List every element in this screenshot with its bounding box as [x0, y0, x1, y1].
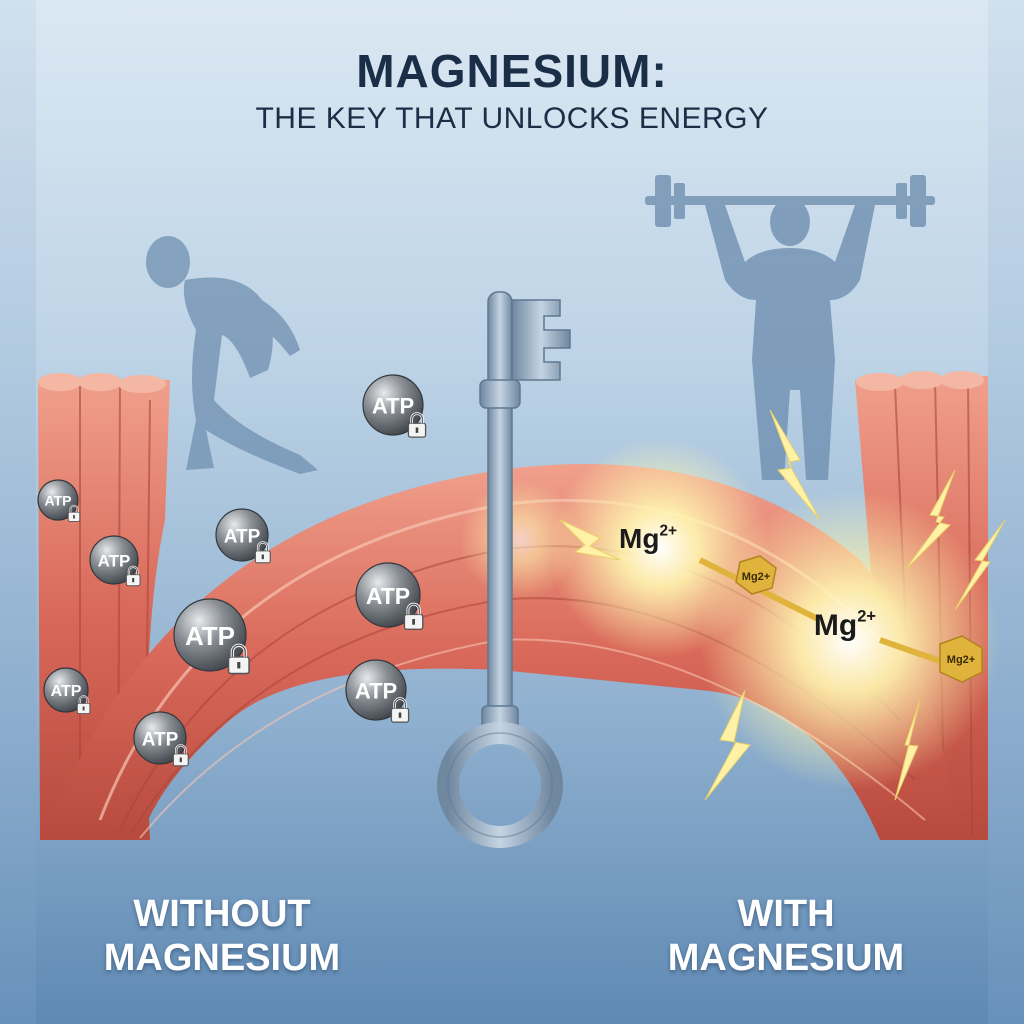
tired-person-silhouette — [146, 236, 318, 474]
atp-molecule: ATP — [362, 374, 427, 439]
magnesium-ion-charge: 2+ — [857, 608, 876, 626]
label-without-line2: MAGNESIUM — [103, 937, 341, 979]
gold-key-1 — [698, 555, 822, 623]
atp-molecule: ATP — [173, 598, 251, 676]
atp-molecule: ATP — [37, 479, 81, 523]
atp-label: ATP — [45, 493, 72, 509]
atp-label: ATP — [51, 683, 82, 700]
frame-right — [988, 0, 1024, 1024]
atp-label: ATP — [372, 393, 414, 418]
page-subtitle: THE KEY THAT UNLOCKS ENERGY — [255, 102, 769, 135]
gold-key-label: Mg2+ — [742, 571, 770, 583]
atp-label: ATP — [224, 526, 261, 547]
atp-molecule: ATP — [89, 535, 142, 587]
label-with-magnesium: WITH MAGNESIUM — [636, 892, 936, 980]
atp-label: ATP — [366, 583, 410, 609]
atp-label: ATP — [142, 729, 179, 750]
atp-label: ATP — [98, 552, 131, 571]
atp-molecule: ATP — [133, 711, 190, 768]
lightning-bolt-icon — [559, 409, 1006, 801]
atp-molecule: ATP — [215, 508, 272, 565]
frame-left — [0, 0, 36, 1024]
label-with-line1: WITH — [737, 893, 835, 935]
label-without-magnesium: WITHOUT MAGNESIUM — [72, 892, 372, 980]
gold-key-label: Mg2+ — [947, 654, 975, 666]
atp-label: ATP — [185, 621, 235, 651]
atp-molecule: ATP — [43, 667, 91, 715]
magnesium-ion-charge: 2+ — [659, 522, 677, 539]
page-title: MAGNESIUM: — [356, 45, 668, 97]
weightlifter-silhouette — [645, 175, 935, 480]
label-with-line2: MAGNESIUM — [667, 937, 905, 979]
atp-label: ATP — [355, 678, 397, 703]
atp-molecule: ATP — [355, 562, 425, 631]
label-without-line1: WITHOUT — [133, 893, 311, 935]
atp-molecule: ATP — [345, 659, 410, 724]
energy-glow — [460, 438, 1000, 790]
gold-key-2 — [879, 635, 983, 683]
atp-molecules: ATP ATP ATP ATP ATP ATP ATP ATP ATP — [37, 374, 427, 768]
key-icon — [437, 291, 571, 848]
